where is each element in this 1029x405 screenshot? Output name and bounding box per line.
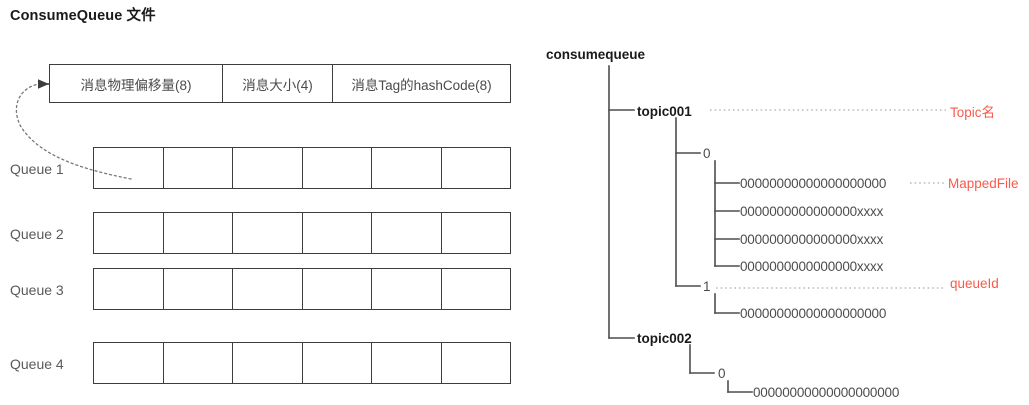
tree-node-mappedfile-e: 00000000000000000000 [740,306,887,321]
queue-cell [162,213,233,253]
header-cell-tag-hashcode: 消息Tag的hashCode(8) [332,65,510,102]
queue-cell [371,148,441,188]
queue-label-3: Queue 3 [10,282,64,298]
queue-cell [162,343,233,383]
tree-node-topic001-queue-1: 1 [703,279,711,294]
tree-node-mappedfile-c: 0000000000000000xxxx [740,232,884,247]
queue-label-4: Queue 4 [10,356,64,372]
queue-cell [94,269,163,309]
annotation-topic-name: Topic名 [950,105,996,120]
consumequeue-entry-header: 消息物理偏移量(8) 消息大小(4) 消息Tag的hashCode(8) [49,64,511,103]
annotation-mapped-file: MappedFile [948,176,1019,191]
queue-cell [440,213,511,253]
queue-cell [94,213,163,253]
queue-cell [94,343,163,383]
queue-cell [371,343,441,383]
queue-cell [371,213,441,253]
queue-cell [94,148,163,188]
queue-row-4 [93,342,511,384]
queue-cell [440,343,511,383]
tree-node-topic002-queue-0: 0 [718,366,726,381]
queue-cell [232,343,302,383]
queue-cell [162,269,233,309]
queue-cell [162,148,233,188]
queue-label-2: Queue 2 [10,226,64,242]
queue-cell [301,269,372,309]
queue-cell [232,148,302,188]
tree-node-mappedfile-d: 0000000000000000xxxx [740,259,884,274]
queue-row-3 [93,268,511,310]
queue-cell [440,148,511,188]
queue-cell [232,213,302,253]
header-cell-physical-offset: 消息物理偏移量(8) [80,77,192,93]
page-title: ConsumeQueue 文件 [10,8,156,24]
queue-cell [301,148,372,188]
tree-node-mappedfile-a: 00000000000000000000 [740,176,887,191]
tree-node-mappedfile-f: 00000000000000000000 [753,385,900,400]
header-cell-message-size: 消息大小(4) [222,65,332,102]
queue-cell [232,269,302,309]
tree-root-label: consumequeue [546,47,646,62]
tree-node-topic001-queue-0: 0 [703,146,711,161]
tree-node-topic002: topic002 [637,331,692,346]
queue-cell [301,213,372,253]
queue-row-2 [93,212,511,254]
queue-cell [440,269,511,309]
queue-cell [371,269,441,309]
annotation-queue-id: queueId [950,276,999,291]
tree-node-mappedfile-b: 0000000000000000xxxx [740,204,884,219]
queue-label-1: Queue 1 [10,161,64,177]
queue-cell [301,343,372,383]
tree-node-topic001: topic001 [637,104,692,119]
queue-row-1 [93,147,511,189]
